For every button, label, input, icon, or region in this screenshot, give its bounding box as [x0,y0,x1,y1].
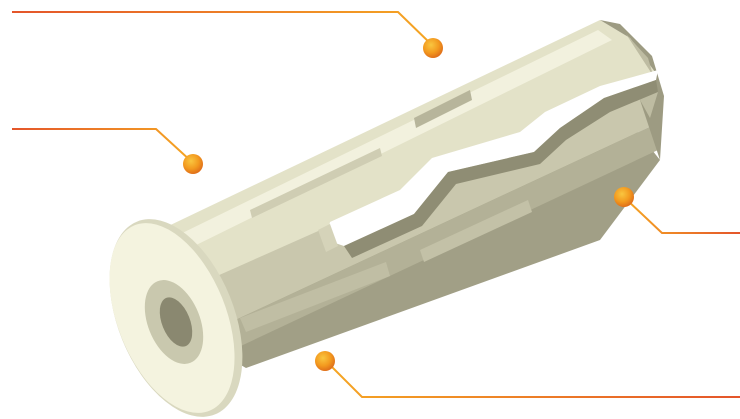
callout-4-dot [315,351,335,371]
callout-1-dot [423,38,443,58]
callout-1-leader [12,12,433,46]
callout-1 [12,12,443,58]
callout-3-dot [614,187,634,207]
callout-3 [614,187,740,233]
callout-3-leader [626,199,740,233]
callout-2-leader [12,129,192,162]
callout-4 [315,351,740,397]
callout-4-leader [328,363,740,397]
callout-2 [12,129,203,174]
callout-2-dot [183,154,203,174]
wall-plug [83,20,664,419]
